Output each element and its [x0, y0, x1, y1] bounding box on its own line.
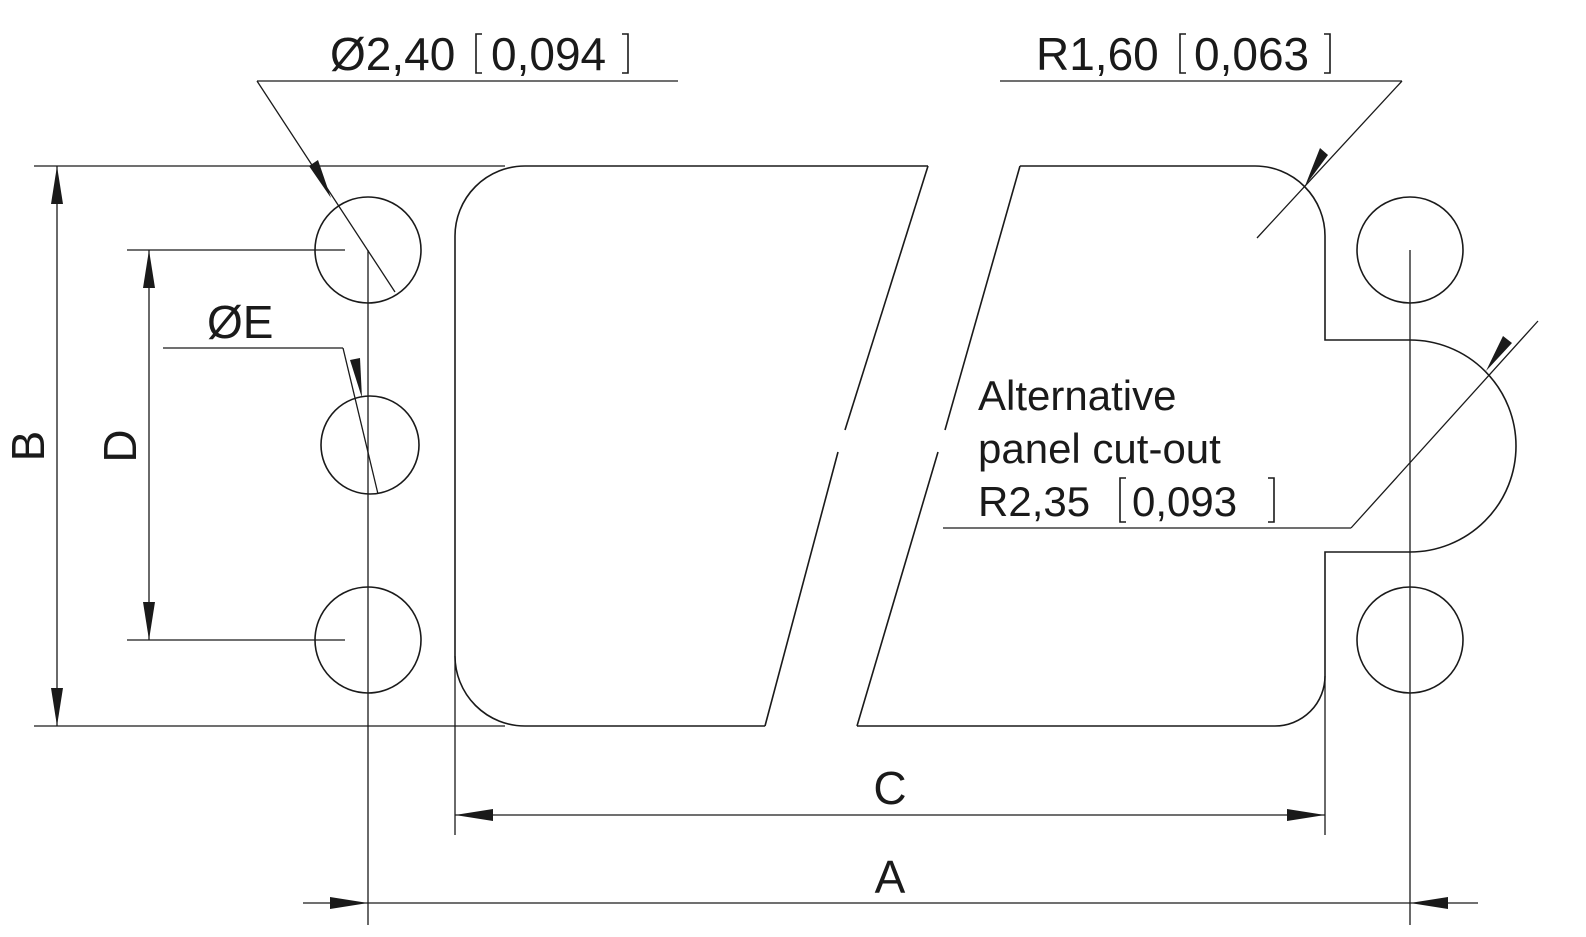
corner-radius-alt-value: 0,063 [1194, 28, 1309, 80]
cutout-outline [454, 165, 1517, 727]
dimension-b-label: B [2, 431, 54, 462]
hole-middle-left [320, 395, 420, 495]
hole-e-label: E [243, 296, 274, 348]
callout-corner-radius: R1,60 0,063 [1000, 28, 1403, 239]
dimension-d-label: D [94, 429, 146, 462]
alternative-alt-value: 0,093 [1132, 478, 1237, 525]
callout-hole-diameter: Ø2,40 0,094 [256, 28, 678, 293]
hole-diameter-symbol: Ø [330, 28, 366, 80]
dimension-c: C [455, 762, 1325, 821]
svg-text:Ø2,40: Ø2,40 [330, 28, 455, 80]
dimension-b: B [2, 166, 63, 726]
dimension-a: A [303, 851, 1478, 909]
dimension-c-label: C [873, 762, 906, 814]
hole-e-symbol: Ø [207, 296, 243, 348]
alternative-line2: panel cut-out [978, 425, 1221, 472]
dimension-a-label: A [875, 851, 906, 903]
extension-lines [34, 165, 1411, 925]
svg-text:ØE: ØE [207, 296, 273, 348]
hole-diameter-alt-value: 0,094 [491, 28, 606, 80]
alternative-line1: Alternative [978, 372, 1176, 419]
dimension-d: D [94, 250, 155, 640]
corner-radius-value: R1,60 [1036, 28, 1159, 80]
hole-diameter-value: 2,40 [366, 28, 456, 80]
callout-hole-e: ØE [163, 296, 379, 495]
alternative-value: R2,35 [978, 478, 1090, 525]
callout-alternative-cutout: Alternative panel cut-out R2,35 0,093 [943, 320, 1539, 529]
